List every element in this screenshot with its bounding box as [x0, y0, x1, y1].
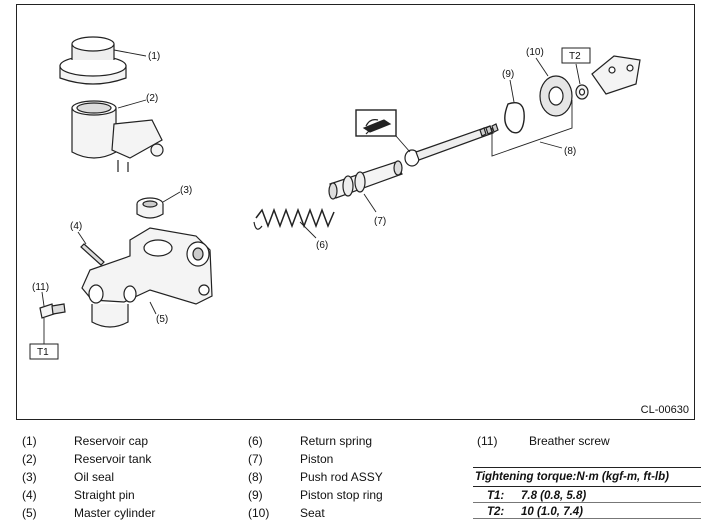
leader-10 — [535, 57, 549, 77]
lock-nut — [575, 84, 589, 100]
figure-code: CL-00630 — [640, 404, 689, 416]
torque-value: 7.8 (0.8, 5.8) — [521, 490, 587, 502]
legend-label: Piston — [300, 452, 334, 466]
piston — [328, 160, 403, 200]
legend-item: (2) Reservoir tank — [22, 450, 155, 468]
callout-11: (11) — [32, 282, 49, 293]
clevis — [591, 55, 641, 95]
leader-grease — [395, 135, 411, 153]
oil-seal — [136, 197, 164, 219]
leader-3 — [162, 191, 181, 203]
leader-9 — [509, 79, 515, 103]
grease-symbol-box — [355, 109, 397, 137]
bracket-8 — [491, 100, 573, 157]
legend-item: (6) Return spring — [248, 432, 383, 450]
legend-label: Reservoir cap — [74, 434, 149, 448]
leader-7 — [363, 193, 377, 213]
legend-num: (11) — [477, 434, 498, 448]
callout-8: (8) — [564, 146, 576, 157]
t1-box — [29, 343, 59, 360]
legend-column-1: (1) Reservoir cap (2) Reservoir tank (3) Oi… — [22, 432, 155, 522]
seat — [539, 75, 573, 117]
return-spring — [253, 207, 335, 230]
legend-num: (4) — [22, 488, 37, 502]
leader-t2 — [575, 63, 581, 85]
legend-label: Master cylinder — [74, 506, 156, 520]
legend-num: (5) — [22, 506, 37, 520]
legend-item: (8) Push rod ASSY — [248, 468, 383, 486]
exploded-view: (1) (2) (3) (4) (5) (6) (7) (8) (9) (10)… — [29, 36, 641, 360]
legend-item: (5) Master cylinder — [22, 504, 155, 522]
callout-10: (10) — [526, 47, 544, 58]
legend-label: Straight pin — [74, 488, 135, 502]
push-rod — [404, 123, 499, 167]
callout-t2: T2 — [569, 51, 581, 62]
master-cylinder — [81, 227, 213, 328]
callout-4: (4) — [70, 221, 82, 232]
legend-item: (7) Piston — [248, 450, 383, 468]
torque-title: Tightening torque:N·m (kgf-m, ft-lb) — [473, 467, 701, 487]
torque-key: T1: — [487, 490, 505, 502]
legend-label: Reservoir tank — [74, 452, 152, 466]
legend-num: (1) — [22, 434, 37, 448]
torque-value: 10 (1.0, 7.4) — [521, 506, 584, 518]
torque-row-t2: T2: 10 (1.0, 7.4) — [473, 503, 701, 519]
torque-table: Tightening torque:N·m (kgf-m, ft-lb) T1:… — [473, 467, 701, 519]
callout-6: (6) — [316, 240, 328, 251]
legend-item: (4) Straight pin — [22, 486, 155, 504]
legend-item: (1) Reservoir cap — [22, 432, 155, 450]
legend-num: (10) — [248, 506, 270, 520]
legend-num: (6) — [248, 434, 263, 448]
callout-t1: T1 — [37, 347, 49, 358]
legend-item: (9) Piston stop ring — [248, 486, 383, 504]
legend-num: (3) — [22, 470, 37, 484]
legend-label: Return spring — [300, 434, 373, 448]
legend-label: Seat — [300, 506, 325, 520]
legend-num: (9) — [248, 488, 263, 502]
torque-row-t1: T1: 7.8 (0.8, 5.8) — [473, 487, 701, 503]
legend-num: (2) — [22, 452, 37, 466]
legend-label: Push rod ASSY — [300, 470, 383, 484]
leader-5 — [149, 301, 157, 315]
legend-label: Piston stop ring — [300, 488, 383, 502]
legend-label: Oil seal — [74, 470, 115, 484]
straight-pin — [80, 243, 105, 266]
legend-item: (11) Breather screw — [477, 432, 610, 450]
t2-box — [561, 47, 591, 64]
breather-screw — [39, 303, 66, 319]
reservoir-cap — [59, 36, 127, 85]
callout-1: (1) — [148, 51, 160, 62]
callout-2: (2) — [146, 93, 158, 104]
leader-11 — [41, 291, 45, 307]
callout-9: (9) — [502, 69, 514, 80]
piston-stop-ring — [504, 102, 525, 134]
leader-8 — [539, 141, 563, 149]
legend-label: Breather screw — [529, 434, 610, 448]
leader-2 — [117, 99, 147, 109]
callout-5: (5) — [156, 314, 168, 325]
legend-num: (7) — [248, 452, 263, 466]
leader-6 — [299, 221, 317, 239]
legend-item: (10) Seat — [248, 504, 383, 522]
callout-7: (7) — [374, 216, 386, 227]
leader-1 — [113, 49, 147, 57]
legend-column-2: (6) Return spring (7) Piston (8) Push rod A… — [248, 432, 383, 522]
legend-num: (8) — [248, 470, 263, 484]
callout-3: (3) — [180, 185, 192, 196]
torque-key: T2: — [487, 506, 505, 518]
legend-column-3: (11) Breather screw — [477, 432, 610, 450]
reservoir-tank — [71, 100, 164, 172]
leader-4 — [77, 231, 87, 245]
diagram-frame — [16, 4, 695, 420]
legend-item: (3) Oil seal — [22, 468, 155, 486]
